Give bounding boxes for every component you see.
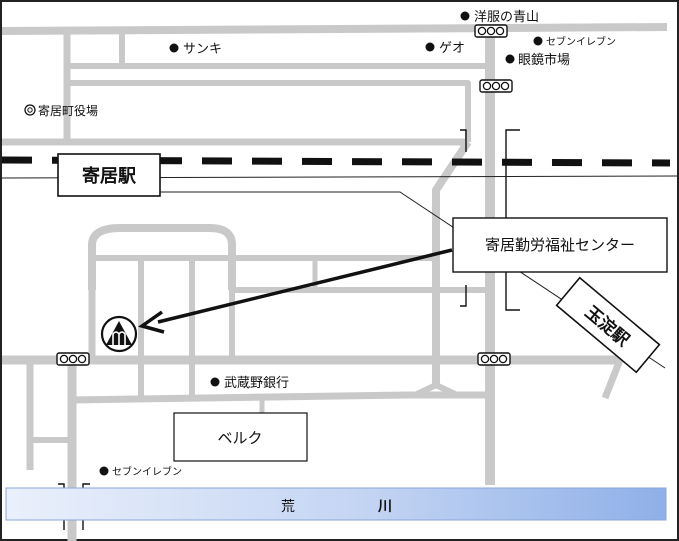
road-upper-horizontal-2: [67, 80, 471, 142]
landmark-geo-label: ゲオ: [439, 41, 465, 56]
landmark-seven-eleven-bottom-label: セブンイレブン: [112, 465, 182, 478]
road-diagonal-to-south: [432, 139, 472, 385]
landmark-dot-icon: [533, 36, 543, 46]
traffic-signal-icon: [479, 79, 513, 93]
landmark-eyeglass-market-label: 眼鏡市場: [518, 52, 570, 68]
landmark-dot-icon: [505, 54, 515, 64]
landmark-dot-icon: [99, 466, 109, 476]
landmark-seven-eleven-bottom: セブンイレブン: [99, 465, 182, 478]
landmark-musashino-bank: 武蔵野銀行: [210, 376, 289, 391]
landmark-eyeglass-market: 眼鏡市場: [505, 52, 570, 68]
arakawa-river: [5, 487, 667, 521]
road-loop: [88, 224, 236, 290]
road-lower-horizontal: [71, 391, 490, 404]
yorii-station-label: 寄居駅: [82, 165, 137, 187]
tamayodo-station-box: [555, 276, 661, 374]
landmark-dot-icon: [169, 43, 179, 53]
town-office-icon: [24, 104, 36, 116]
landmark-dot-icon: [210, 377, 220, 387]
beruku-label: ベルク: [217, 429, 262, 447]
traffic-signal-icon: [56, 352, 90, 366]
landmark-geo: ゲオ: [425, 41, 465, 56]
pointer-arrow: [137, 248, 453, 334]
traffic-signal-icon: [477, 352, 511, 366]
facility-name: 寄居勤労福祉センター: [485, 236, 635, 254]
landmark-dot-icon: [425, 42, 435, 52]
road-tamayodo: [601, 358, 624, 400]
landmark-sanki-label: サンキ: [183, 42, 222, 57]
landmark-dot-icon: [460, 11, 470, 21]
yorii-station-box: [57, 153, 161, 197]
landmark-musashino-bank-label: 武蔵野銀行: [224, 376, 289, 391]
river-name-left: 荒: [281, 499, 295, 515]
top-road: [1, 23, 668, 35]
landmark-town-office-label: 寄居町役場: [38, 103, 98, 118]
river-name-right: 川: [377, 499, 392, 515]
facility-callout-box: [452, 217, 668, 273]
facility-marker-icon: [100, 315, 138, 353]
landmark-town-office: 寄居町役場: [24, 103, 98, 118]
landmark-yofuku-aoyama-label: 洋服の青山: [474, 10, 539, 25]
landmark-seven-eleven-top-label: セブンイレブン: [546, 35, 616, 48]
road-junction: [413, 382, 459, 398]
landmark-yofuku-aoyama: 洋服の青山: [460, 10, 539, 25]
landmark-seven-eleven-top: セブンイレブン: [533, 35, 616, 48]
beruku-building: [173, 412, 308, 462]
landmark-sanki: サンキ: [169, 42, 222, 57]
traffic-signal-icon: [474, 24, 508, 38]
road-network: [1, 23, 668, 541]
